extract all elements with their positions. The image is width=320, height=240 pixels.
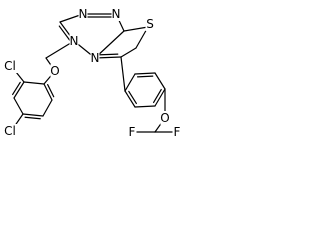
bond-c4-ch2 [45, 40, 75, 59]
bond-c3-n [94, 30, 125, 59]
bond-c6-n-inner [97, 53, 119, 56]
atom-label-backdrop [145, 17, 155, 31]
bond-ph-5-inner [128, 90, 137, 105]
atom-label-f-right: F [174, 125, 181, 139]
bonds [11, 13, 177, 133]
bond-ar-6-inner [47, 83, 55, 98]
atom-label-s-atom: S [146, 17, 154, 31]
atom-label-cl-bottom: Cl [4, 124, 16, 138]
atom-label-o-aryl: O [160, 111, 169, 125]
atom-label-backdrop [2, 124, 18, 138]
bond-ar-2 [13, 81, 25, 99]
bond-ph-2 [154, 72, 166, 90]
bond-ch2-c6 [120, 47, 137, 58]
bond-ph-1 [134, 72, 156, 75]
atom-label-n-top-left: N [79, 7, 88, 21]
bond-ar-3 [13, 97, 24, 115]
bond-ar-5 [42, 99, 53, 117]
atom-label-backdrop [111, 7, 121, 21]
bond-c4-c5-inner [58, 25, 71, 42]
bond-c6-ph [120, 56, 126, 92]
bond-ph-4 [134, 105, 156, 108]
atom-label-backdrop [90, 51, 100, 65]
atom-label-n-bottom: N [91, 51, 100, 65]
bond-ar-4 [22, 113, 44, 117]
atom-label-f-left: F [129, 125, 136, 139]
atom-label-backdrop [69, 34, 79, 48]
bond-ph-3-inner [153, 88, 162, 104]
bond-ph-5 [124, 90, 136, 108]
atom-label-cl-top: Cl [4, 59, 16, 73]
atom-label-backdrop [172, 125, 182, 139]
atom-label-backdrop [2, 59, 18, 73]
atom-label-o-ether: O [50, 64, 59, 78]
bond-ph-6 [124, 73, 136, 92]
bond-ar-4-inner [24, 116, 41, 120]
atom-label-backdrop [160, 111, 170, 125]
bond-c3-s [123, 26, 149, 32]
atom-label-n-top-right: N [112, 7, 121, 21]
bond-ar-6 [43, 83, 53, 101]
bond-ph-3 [154, 88, 166, 107]
atom-label-backdrop [127, 125, 137, 139]
atom-label-backdrop [78, 7, 88, 21]
bond-ar-2-inner [12, 81, 21, 96]
bond-ar-1 [23, 81, 45, 85]
bond-ph-1-inner [136, 75, 154, 78]
atom-label-n-ring: N [70, 34, 79, 48]
atom-label-backdrop [50, 64, 60, 78]
